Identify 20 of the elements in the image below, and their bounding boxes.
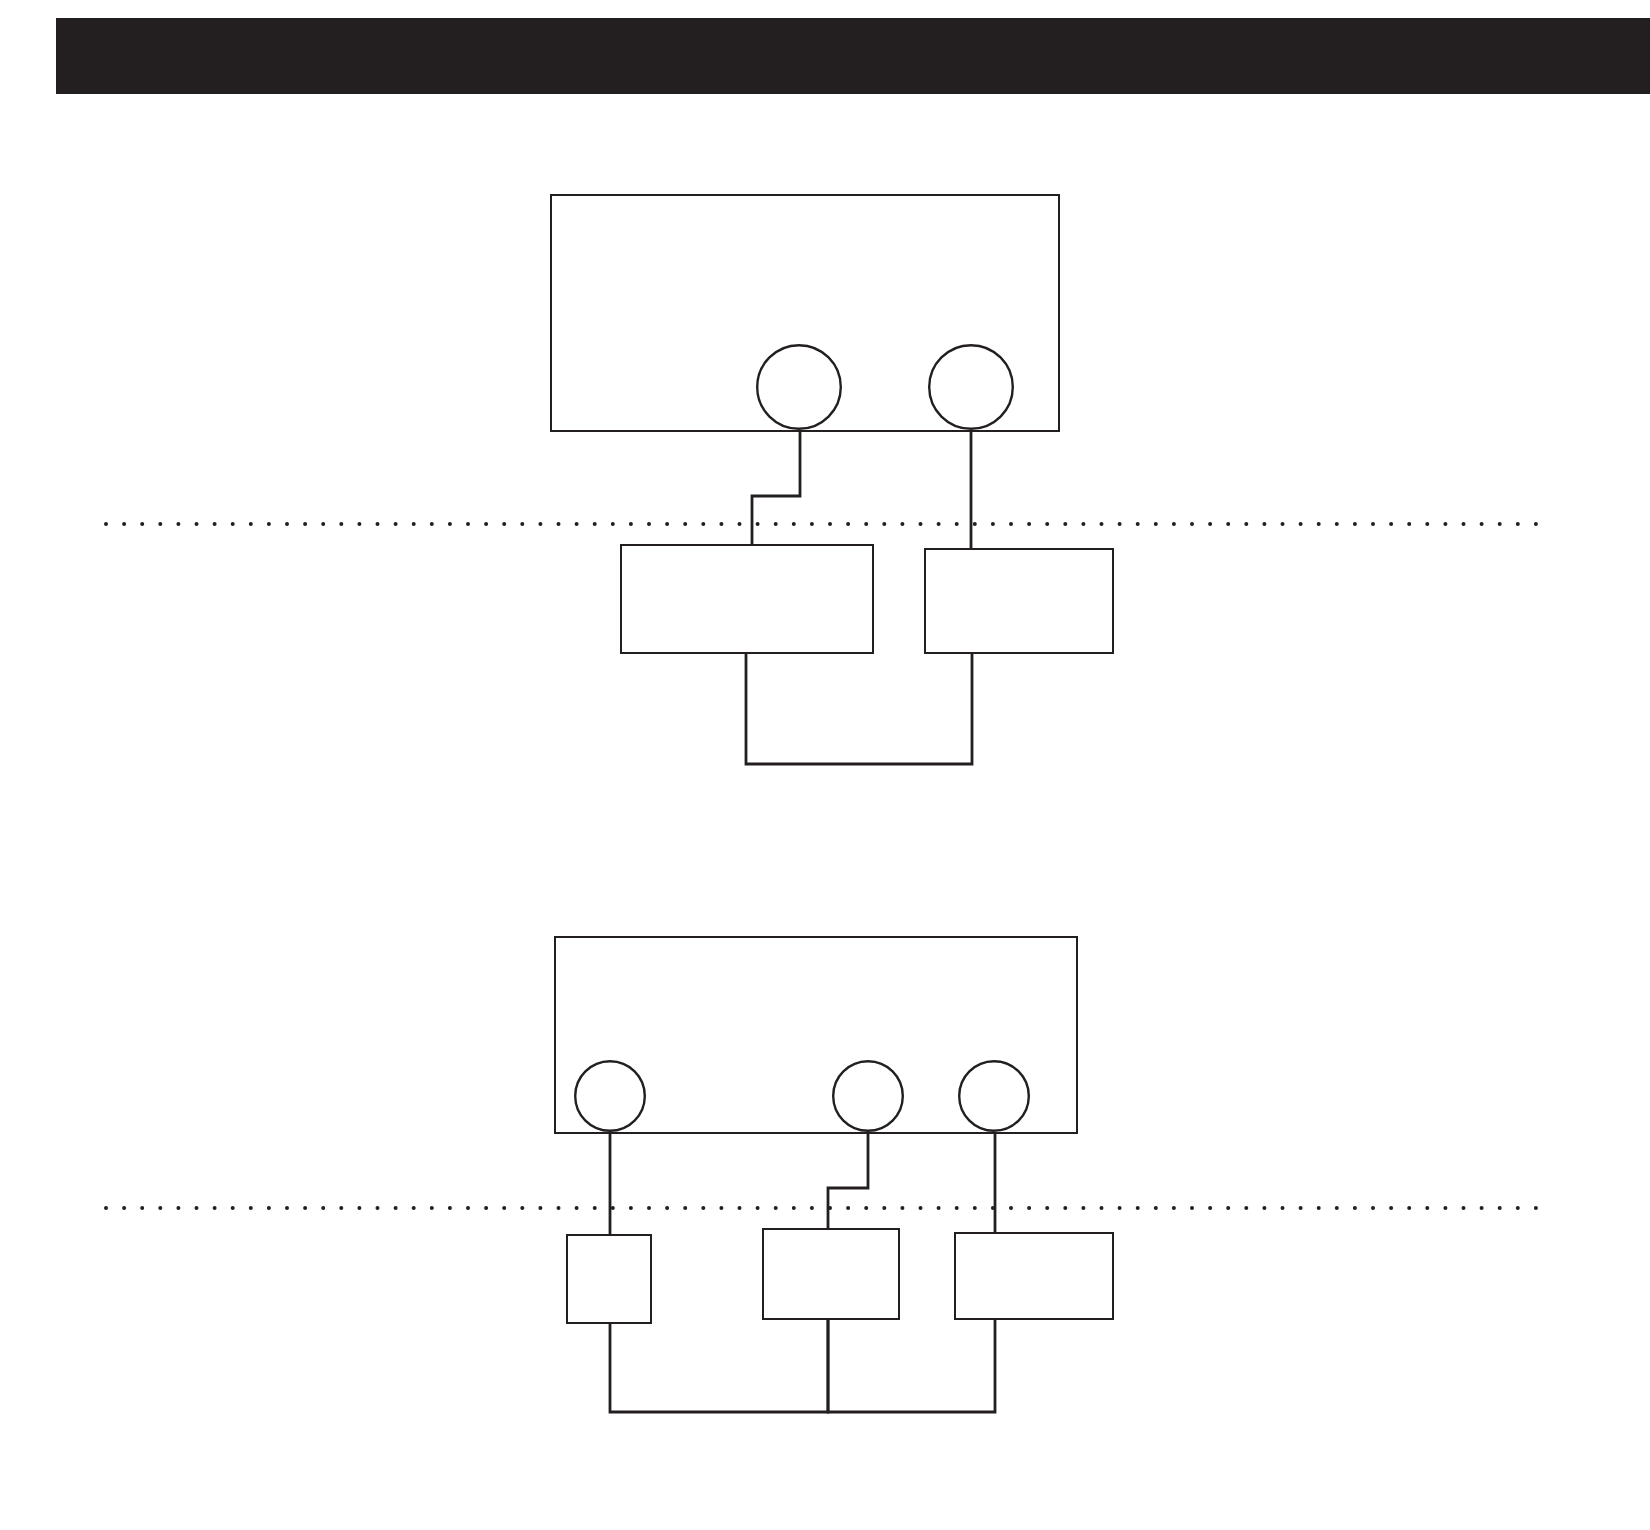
module-box — [762, 1228, 900, 1320]
port-circle — [927, 343, 1013, 429]
module-box — [924, 548, 1114, 654]
module-box — [620, 544, 874, 654]
connector-line — [826, 1320, 997, 1414]
module-box — [566, 1234, 652, 1324]
enclosure-box — [550, 194, 1060, 432]
port-circle — [958, 1059, 1030, 1131]
port-circle — [573, 1059, 645, 1131]
connector-line — [750, 431, 802, 544]
connector-line — [969, 430, 973, 548]
port-circle — [756, 344, 842, 430]
connector-line — [744, 654, 974, 766]
connector-line — [608, 1132, 612, 1234]
enclosure-box — [554, 936, 1078, 1134]
connector-line — [993, 1132, 997, 1232]
module-box — [954, 1232, 1114, 1320]
port-circle — [831, 1059, 903, 1131]
connector-line — [608, 1320, 830, 1414]
connector-line — [826, 1132, 870, 1228]
